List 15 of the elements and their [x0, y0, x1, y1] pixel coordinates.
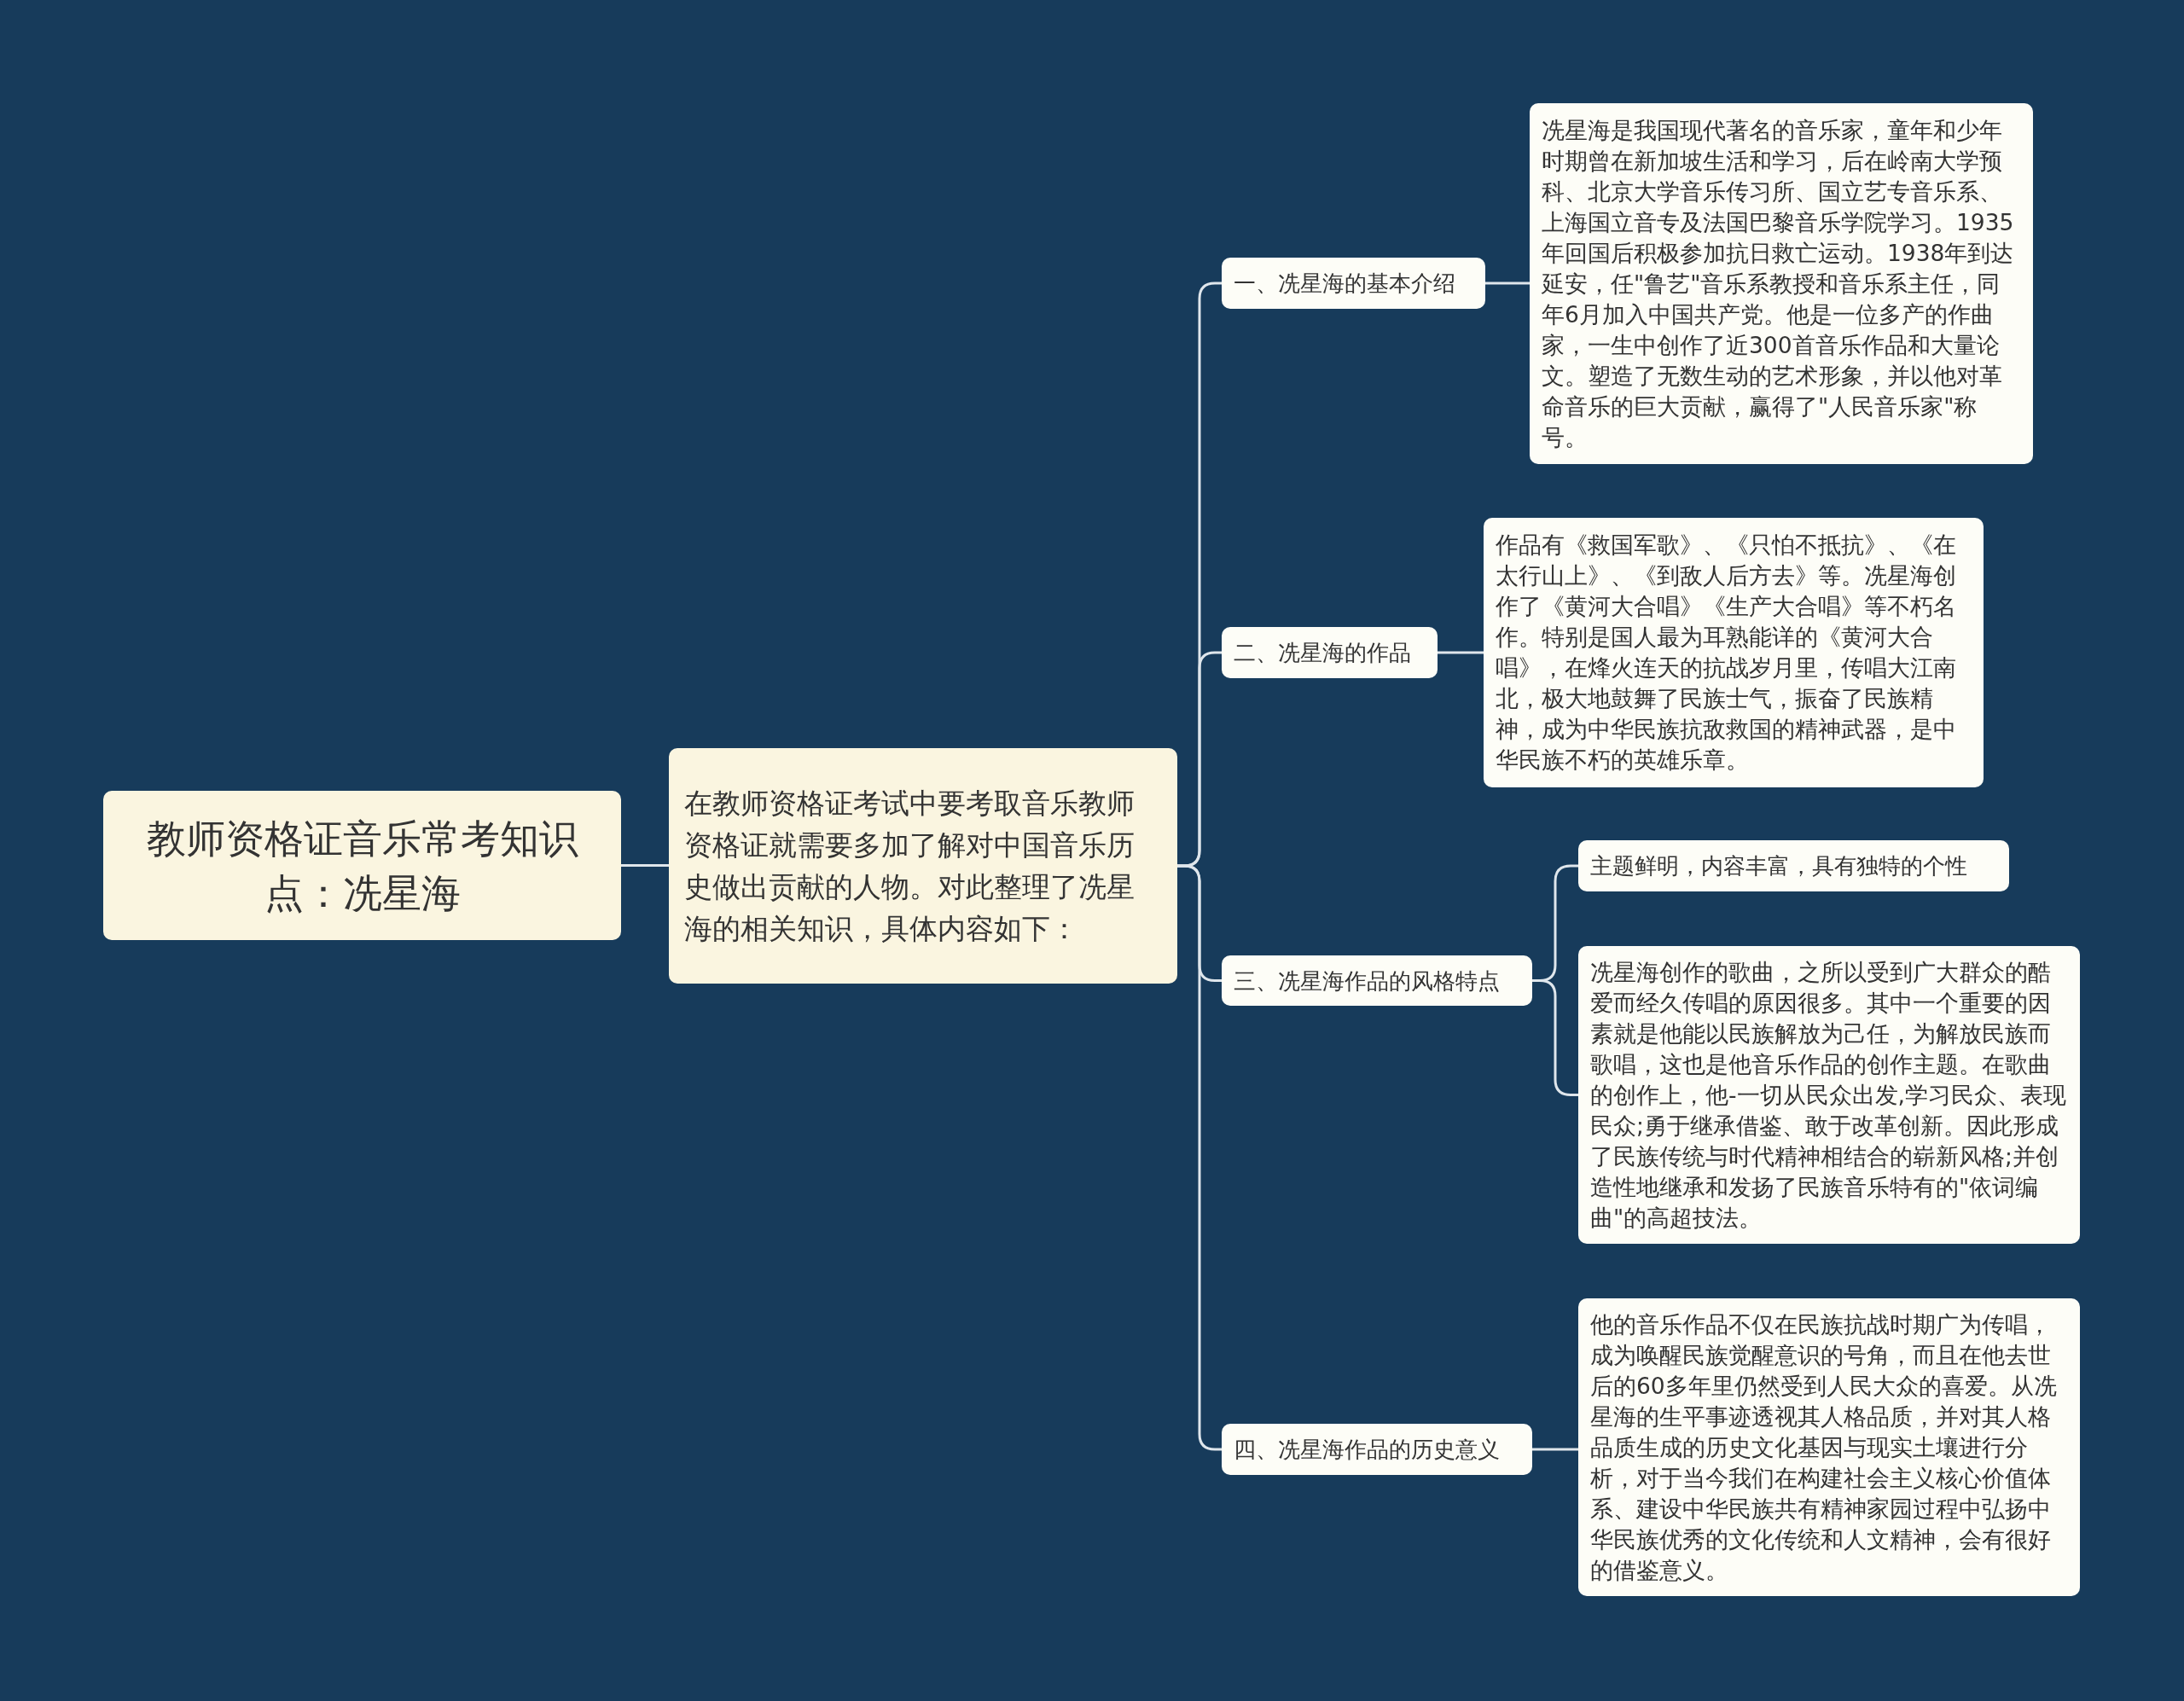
connector-line — [1485, 282, 1530, 285]
text-box: 作品有《救国军歌》、《只怕不抵抗》、《在太行山上》、《到敌人后方去》等。冼星海创作了《黄河大合唱》《生产大合唱》等不朽名作。特别是国人最为耳熟能详的《黄河大合唱》，在烽火连天的抗战岁月里，传唱大江南北，极大地鼓舞了民族士气，振奋了民族精神，成为中华民族抗敌救国的精神武器，是中华民族不朽的英雄乐章。 — [1484, 518, 1984, 787]
text-box: 主题鲜明，内容丰富，具有独特的个性 — [1578, 840, 2009, 891]
connector-line — [621, 864, 669, 867]
connector-line — [1438, 651, 1484, 654]
summary-box: 在教师资格证考试中要考取音乐教师资格证就需要多加了解对中国音乐历史做出贡献的人物。对此整理了冼星海的相关知识，具体内容如下： — [669, 748, 1177, 984]
text-box: 他的音乐作品不仅在民族抗战时期广为传唱，成为唤醒民族觉醒意识的号角，而且在他去世后的60多年里仍然受到人民大众的喜爱。从冼星海的生平事迹透视其人格品质，并对其人格品质生成的历史文化基因与现实土壤进行分析，对于当今我们在构建社会主义核心价值体系、建设中华民族共有精神家园过程中弘扬中华民族优秀的文化传统和人文精神，会有很好的借鉴意义。 — [1578, 1298, 2080, 1596]
branch-box: 二、冼星海的作品 — [1222, 627, 1438, 678]
connector-line — [1532, 1448, 1578, 1451]
branch-box: 四、冼星海作品的历史意义 — [1222, 1424, 1532, 1475]
text-box: 冼星海创作的歌曲，之所以受到广大群众的酷爱而经久传唱的原因很多。其中一个重要的因素就是他能以民族解放为己任，为解放民族而歌唱，这也是他音乐作品的创作主题。在歌曲的创作上，他-一切从民众出发,学习民众、表现民众;勇于继承借鉴、敢于改革创新。因此形成了民族传统与时代精神相结合的崭新风格;并创造性地继承和发扬了民族音乐特有的"依词编曲"的高超技法。 — [1578, 946, 2080, 1244]
topic-box: 教师资格证音乐常考知识点：冼星海 — [103, 791, 621, 940]
text-box: 冼星海是我国现代著名的音乐家，童年和少年时期曾在新加坡生活和学习，后在岭南大学预科、北京大学音乐传习所、国立艺专音乐系、上海国立音专及法国巴黎音乐学院学习。1935年回国后积极参加抗日救亡运动。1938年到达延安，任"鲁艺"音乐系教授和音乐系主任，同年6月加入中国共产党。他是一位多产的作曲家，一生中创作了近300首音乐作品和大量论文。塑造了无数生动的艺术形象，并以他对革命音乐的巨大贡献，赢得了"人民音乐家"称号。 — [1530, 103, 2033, 464]
branch-box: 三、冼星海作品的风格特点 — [1222, 955, 1532, 1006]
branch-box: 一、冼星海的基本介绍 — [1222, 258, 1485, 309]
